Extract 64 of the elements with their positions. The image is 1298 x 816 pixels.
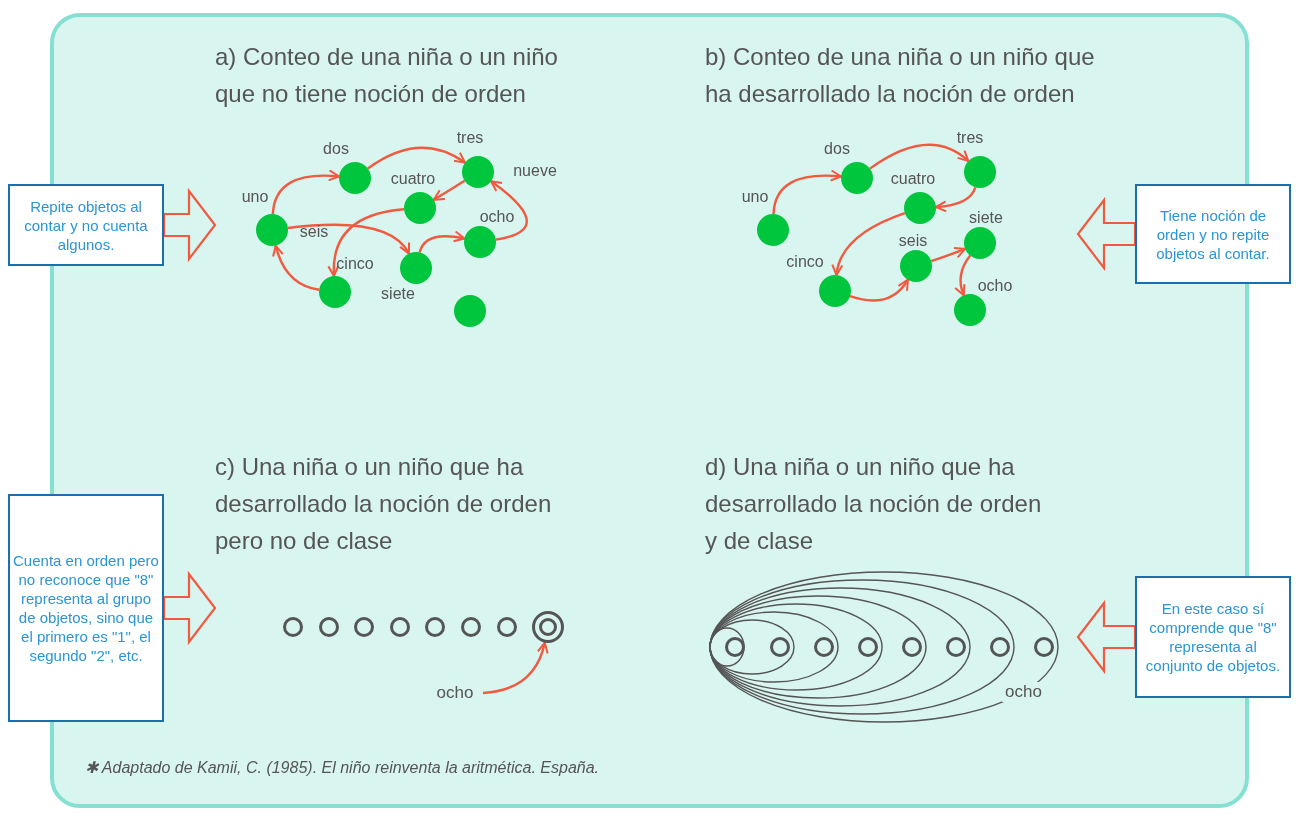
count-word: ocho (427, 682, 483, 704)
object-circle (283, 617, 303, 637)
arrow (934, 186, 977, 213)
count-word: siete (381, 285, 415, 303)
count-word: seis (299, 223, 329, 241)
arrow (832, 212, 906, 277)
arrow (272, 244, 320, 291)
object-circle (354, 617, 374, 637)
arrow (930, 247, 967, 263)
count-word: ocho (977, 277, 1013, 295)
count-word: cinco (336, 255, 374, 273)
block-arrow (1076, 599, 1137, 675)
arrow (418, 230, 466, 253)
object-circle (990, 637, 1010, 657)
callout-box: En este caso sí comprende que "8" representa al conjunto de objetos. (1135, 576, 1291, 698)
count-word: seis (898, 232, 928, 250)
arrow (287, 223, 410, 255)
ellipse-label: ocho (1002, 682, 1045, 702)
count-word: dos (323, 140, 349, 158)
count-word: dos (824, 140, 850, 158)
block-arrow (1076, 196, 1137, 272)
block-arrow (162, 570, 217, 646)
object-circle (497, 617, 517, 637)
count-word: tres (456, 129, 484, 147)
object-circle (1034, 637, 1054, 657)
object-circle (946, 637, 966, 657)
count-word: tres (956, 129, 984, 147)
object-circle (725, 637, 745, 657)
object-circle (814, 637, 834, 657)
block-arrow (162, 187, 217, 263)
object-circle (902, 637, 922, 657)
object-circle (425, 617, 445, 637)
object-circle (319, 617, 339, 637)
object-circle (858, 637, 878, 657)
count-word: siete (969, 209, 1003, 227)
panel-title: d) Una niña o un niño que ha desarrollado la noción de orden y de clase (705, 452, 1043, 556)
arrow (772, 169, 843, 215)
arrow (482, 641, 549, 695)
panel-title: b) Conteo de una niña o un niño que ha desarrollado la noción de orden (705, 42, 1096, 109)
object-circle (770, 637, 790, 657)
count-word: cinco (786, 253, 824, 271)
object-circle (461, 617, 481, 637)
count-word: cuatro (890, 170, 936, 188)
callout-box: Repite objetos al contar y no cuenta algunos. (8, 184, 164, 266)
object-circle (390, 617, 410, 637)
count-word: ocho (479, 208, 515, 226)
double-circle (532, 611, 564, 643)
callout-box: Tiene noción de orden y no repite objetos al contar. (1135, 184, 1291, 284)
panel-title: c) Una niña o un niño que ha desarrollado la noción de orden pero no de clase (215, 452, 553, 556)
panel-title: a) Conteo de una niña o un niño que no tiene noción de orden (215, 42, 559, 109)
arrow (432, 179, 466, 201)
count-word: nueve (513, 162, 557, 180)
count-word: uno (241, 188, 269, 206)
arrow (271, 169, 341, 215)
arrow (869, 143, 970, 170)
arrow (954, 254, 972, 297)
arrow (849, 278, 909, 302)
callout-box: Cuenta en orden pero no reconoce que "8" representa al grupo de objetos, sino que el primero es "1", el segundo "2", etc. (8, 494, 164, 722)
arrow (367, 146, 467, 170)
arrow (490, 180, 528, 241)
arrow (327, 208, 405, 278)
count-word: cuatro (390, 170, 436, 188)
caption: ✱ Adaptado de Kamii, C. (1985). El niño reinventa la aritmética. España. (85, 758, 599, 777)
count-word: uno (741, 188, 769, 206)
